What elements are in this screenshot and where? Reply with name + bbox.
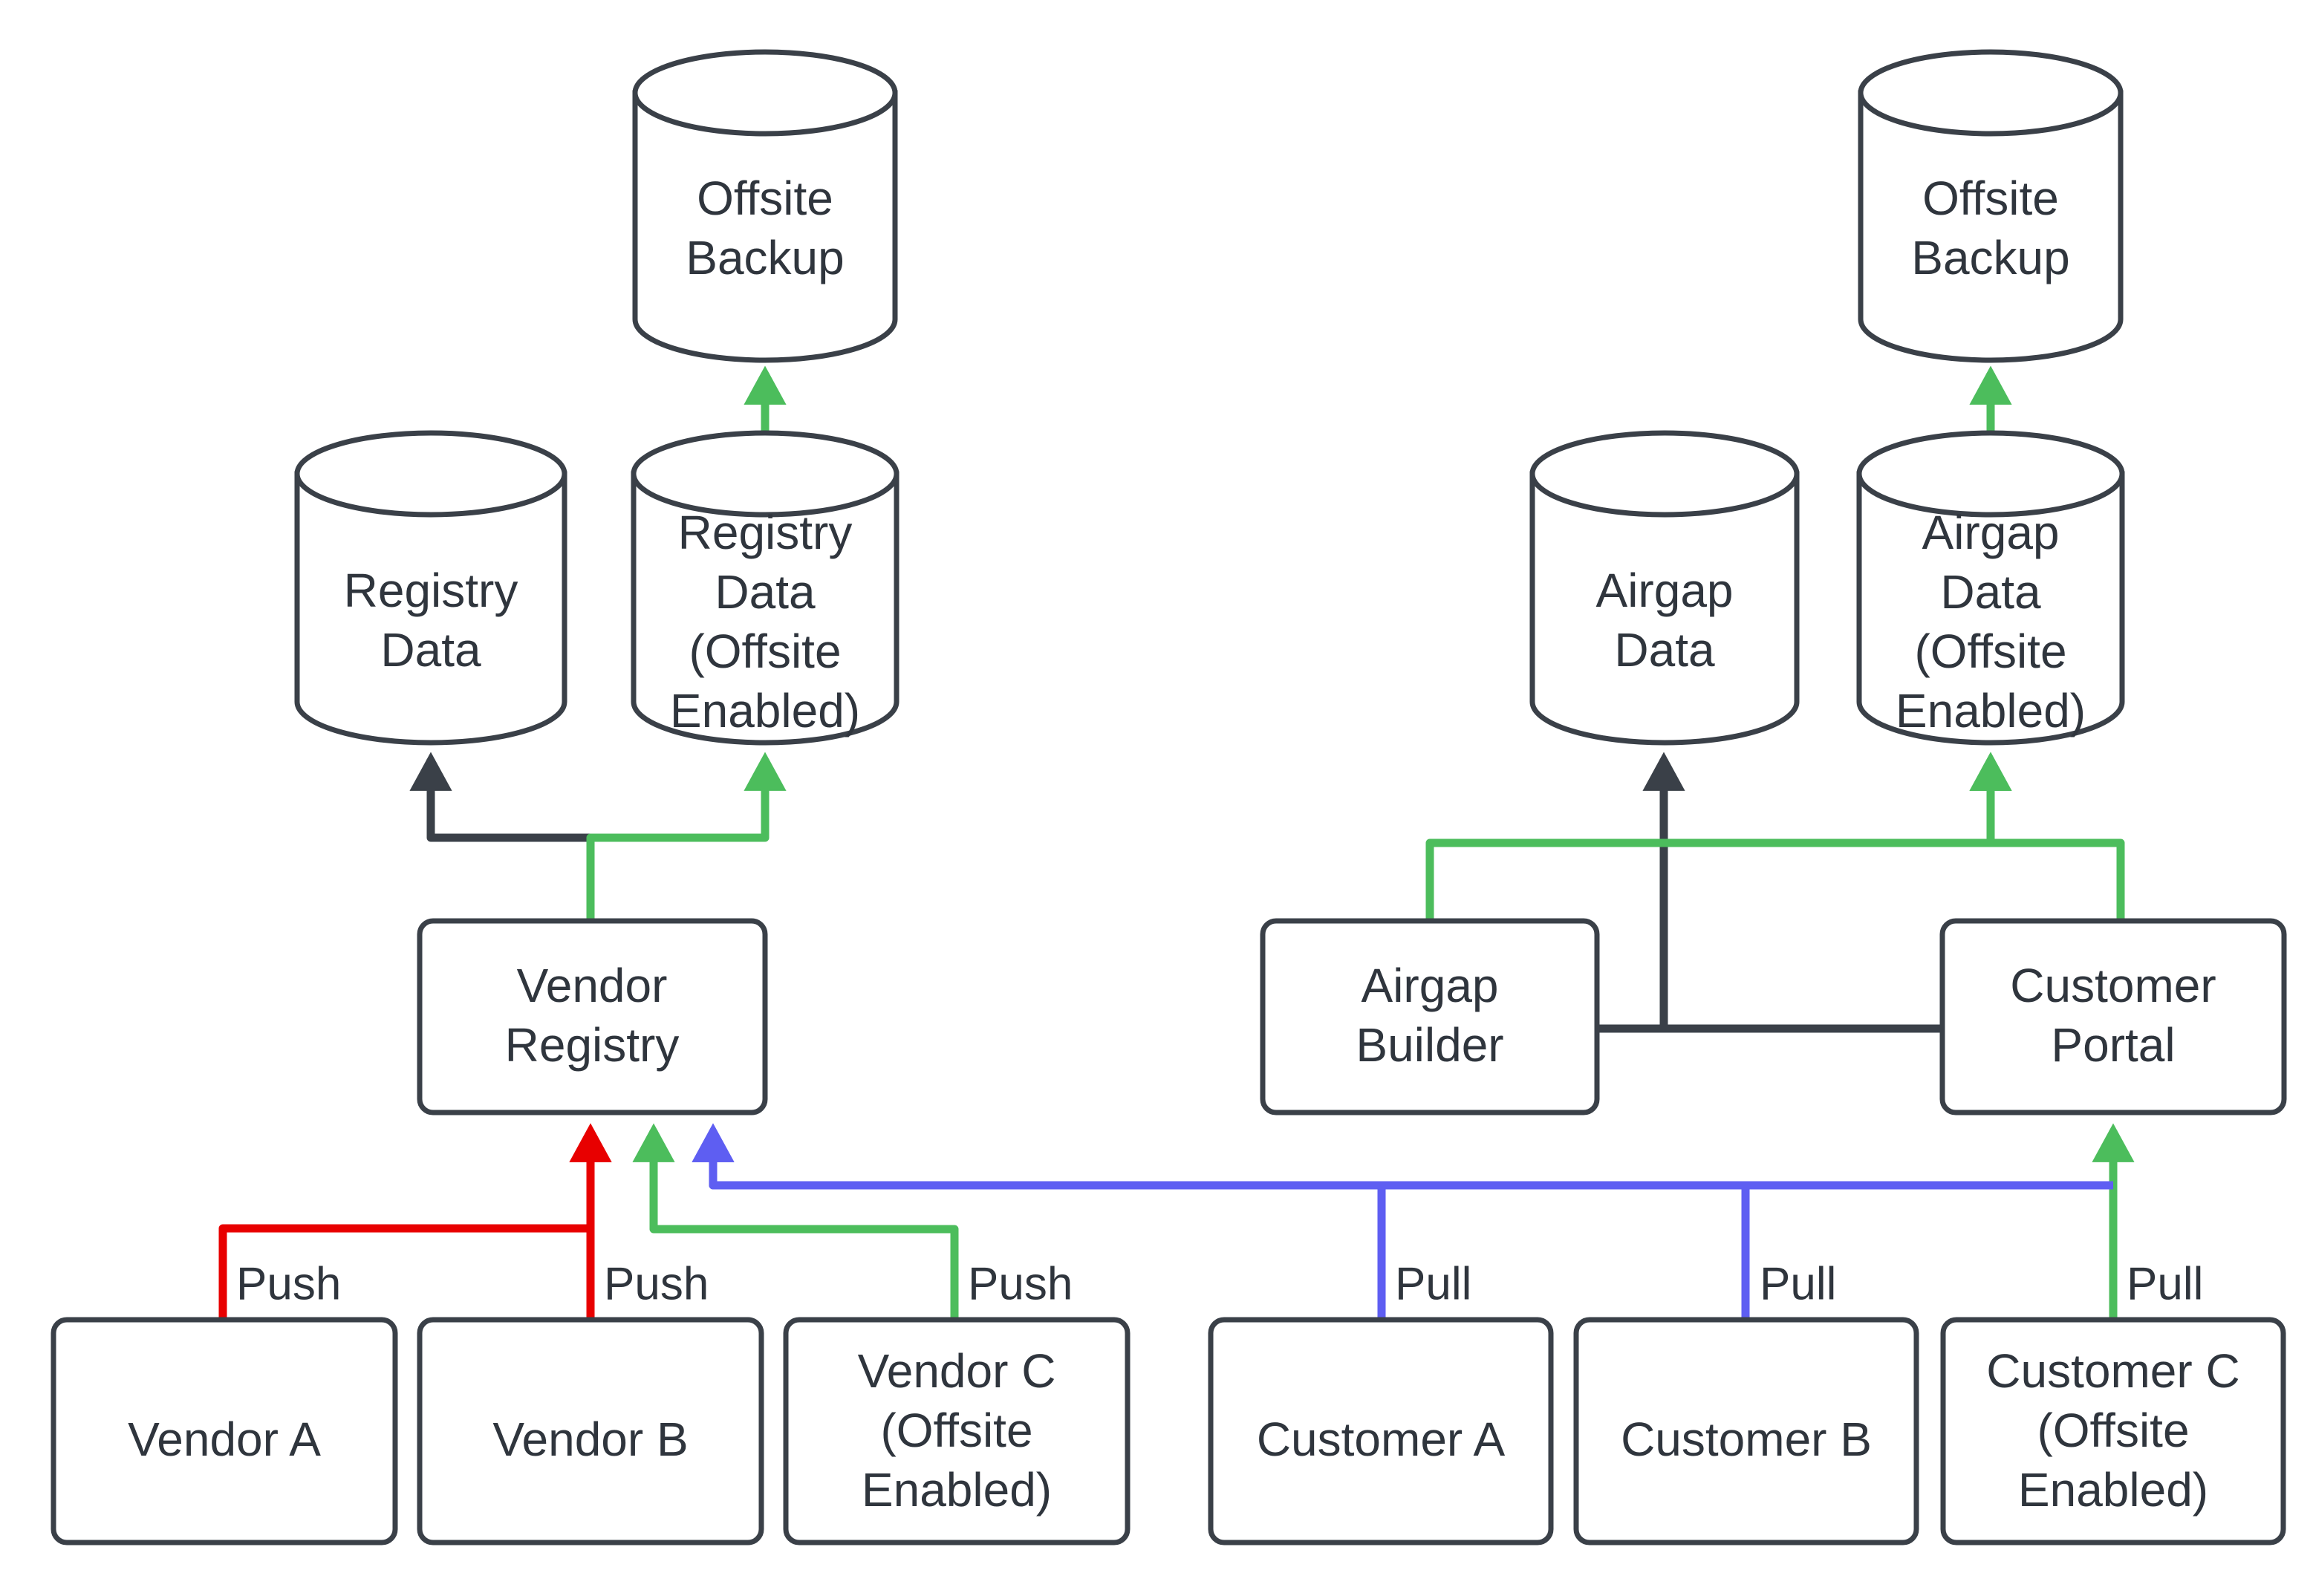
customer-c-label-line1: Customer C: [1986, 1344, 2239, 1398]
customer-c-label-line3: Enabled): [2018, 1463, 2208, 1517]
node-registry-data[interactable]: Registry Data: [294, 430, 567, 746]
node-vendor-a[interactable]: Vendor A: [51, 1317, 398, 1545]
node-vendor-c[interactable]: Vendor C (Offsite Enabled): [783, 1317, 1131, 1545]
vendor-c-label-line2: (Offsite: [880, 1404, 1032, 1457]
edge-vendorc-to-vendorregistry: [632, 1123, 959, 1318]
node-vendor-b[interactable]: Vendor B: [417, 1317, 764, 1545]
registry-data-label-line2: Data: [380, 623, 481, 677]
airgap-data-offsite-label-line3: (Offsite: [1914, 625, 2066, 678]
edge-label-customer-c-pull: Pull: [2127, 1258, 2203, 1309]
node-offsite-backup-left[interactable]: Offsite Backup: [632, 49, 898, 363]
edge-label-customer-a-pull: Pull: [1395, 1258, 1471, 1309]
registry-data-offsite-label-line3: (Offsite: [689, 625, 841, 678]
registry-data-offsite-label-line4: Enabled): [670, 684, 860, 737]
offsite-backup-right-label-line2: Backup: [1911, 231, 2069, 284]
node-airgap-data[interactable]: Airgap Data: [1529, 430, 1800, 746]
customer-portal-label-line2: Portal: [2051, 1018, 2175, 1072]
node-customer-b[interactable]: Customer B: [1573, 1317, 1919, 1545]
customer-a-label: Customer A: [1257, 1413, 1506, 1466]
edge-customerportal-to-airgapdataoffsite: [1969, 752, 2125, 919]
edge-label-customer-b-pull: Pull: [1760, 1258, 1836, 1309]
airgap-data-offsite-label-line1: Airgap: [1922, 506, 2060, 559]
edge-label-vendor-b-push: Push: [604, 1258, 709, 1309]
edge-vendorregistry-to-registrydata: [409, 752, 595, 919]
node-offsite-backup-right[interactable]: Offsite Backup: [1858, 49, 2124, 363]
registry-data-offsite-label-line2: Data: [715, 565, 816, 619]
node-airgap-data-offsite[interactable]: Airgap Data (Offsite Enabled): [1856, 430, 2125, 746]
customer-c-label-line2: (Offsite: [2037, 1404, 2189, 1457]
node-airgap-builder[interactable]: Airgap Builder: [1260, 918, 1600, 1115]
airgap-data-label-line2: Data: [1614, 623, 1715, 677]
edge-label-vendor-c-push: Push: [968, 1258, 1073, 1309]
airgap-builder-label-line1: Airgap: [1362, 959, 1499, 1012]
vendor-c-label-line1: Vendor C: [858, 1344, 1056, 1398]
vendor-c-label-line3: Enabled): [862, 1463, 1052, 1517]
offsite-backup-right-label-line1: Offsite: [1922, 172, 2059, 225]
vendor-registry-label-line1: Vendor: [517, 959, 668, 1012]
node-customer-c[interactable]: Customer C (Offsite Enabled): [1940, 1317, 2286, 1545]
registry-data-label-line1: Registry: [344, 564, 518, 617]
vendor-b-label: Vendor B: [492, 1413, 688, 1466]
registry-data-offsite-label-line1: Registry: [678, 506, 853, 559]
vendor-registry-label-line2: Registry: [505, 1018, 680, 1072]
airgap-builder-label-line2: Builder: [1356, 1018, 1503, 1072]
customer-portal-label-line1: Customer: [2010, 959, 2216, 1012]
edge-label-group: Push Push Push Pull Pull Pull: [234, 1258, 2236, 1315]
edge-airgapbuilder-to-airgapdataoffsite: [1425, 752, 2012, 919]
edge-customerb-to-vendorregistry: [692, 1123, 1750, 1318]
node-vendor-registry[interactable]: Vendor Registry: [417, 918, 768, 1115]
edge-vendorregistry-to-registrydataoffsite: [586, 752, 787, 919]
offsite-backup-left-label-line2: Backup: [686, 231, 844, 284]
node-customer-a[interactable]: Customer A: [1208, 1317, 1554, 1545]
customer-b-label: Customer B: [1621, 1413, 1872, 1466]
airgap-data-label-line1: Airgap: [1596, 564, 1734, 617]
airgap-data-offsite-label-line4: Enabled): [1896, 684, 2086, 737]
vendor-a-label: Vendor A: [128, 1413, 321, 1466]
edge-label-vendor-a-push: Push: [236, 1258, 341, 1309]
offsite-backup-left-label-line1: Offsite: [697, 172, 833, 225]
airgap-data-offsite-label-line2: Data: [1940, 565, 2041, 619]
edge-customerportal-to-airgapdata: [1642, 752, 1942, 1033]
node-customer-portal[interactable]: Customer Portal: [1939, 918, 2287, 1115]
node-registry-data-offsite[interactable]: Registry Data (Offsite Enabled): [631, 430, 900, 746]
